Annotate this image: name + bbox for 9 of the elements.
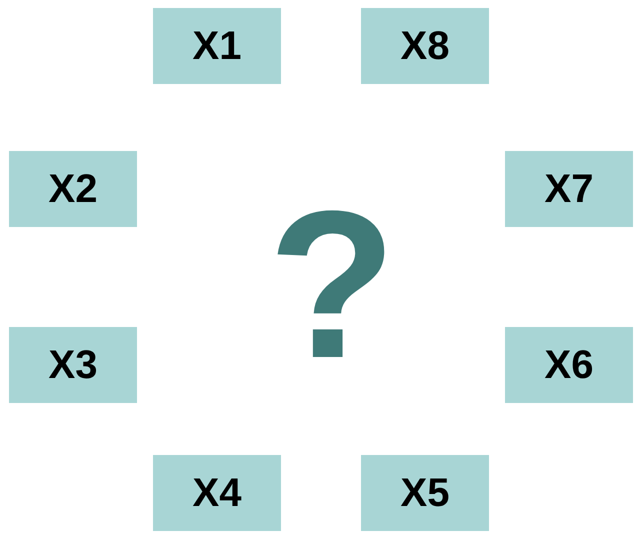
label-box: X6 [505,327,633,403]
label-box: X1 [153,8,281,84]
label-box: X5 [361,455,489,531]
label-box: X3 [9,327,137,403]
label-box: X2 [9,151,137,227]
label-box: X8 [361,8,489,84]
question-mark: ? [268,180,396,390]
label-box: X7 [505,151,633,227]
label-box: X4 [153,455,281,531]
